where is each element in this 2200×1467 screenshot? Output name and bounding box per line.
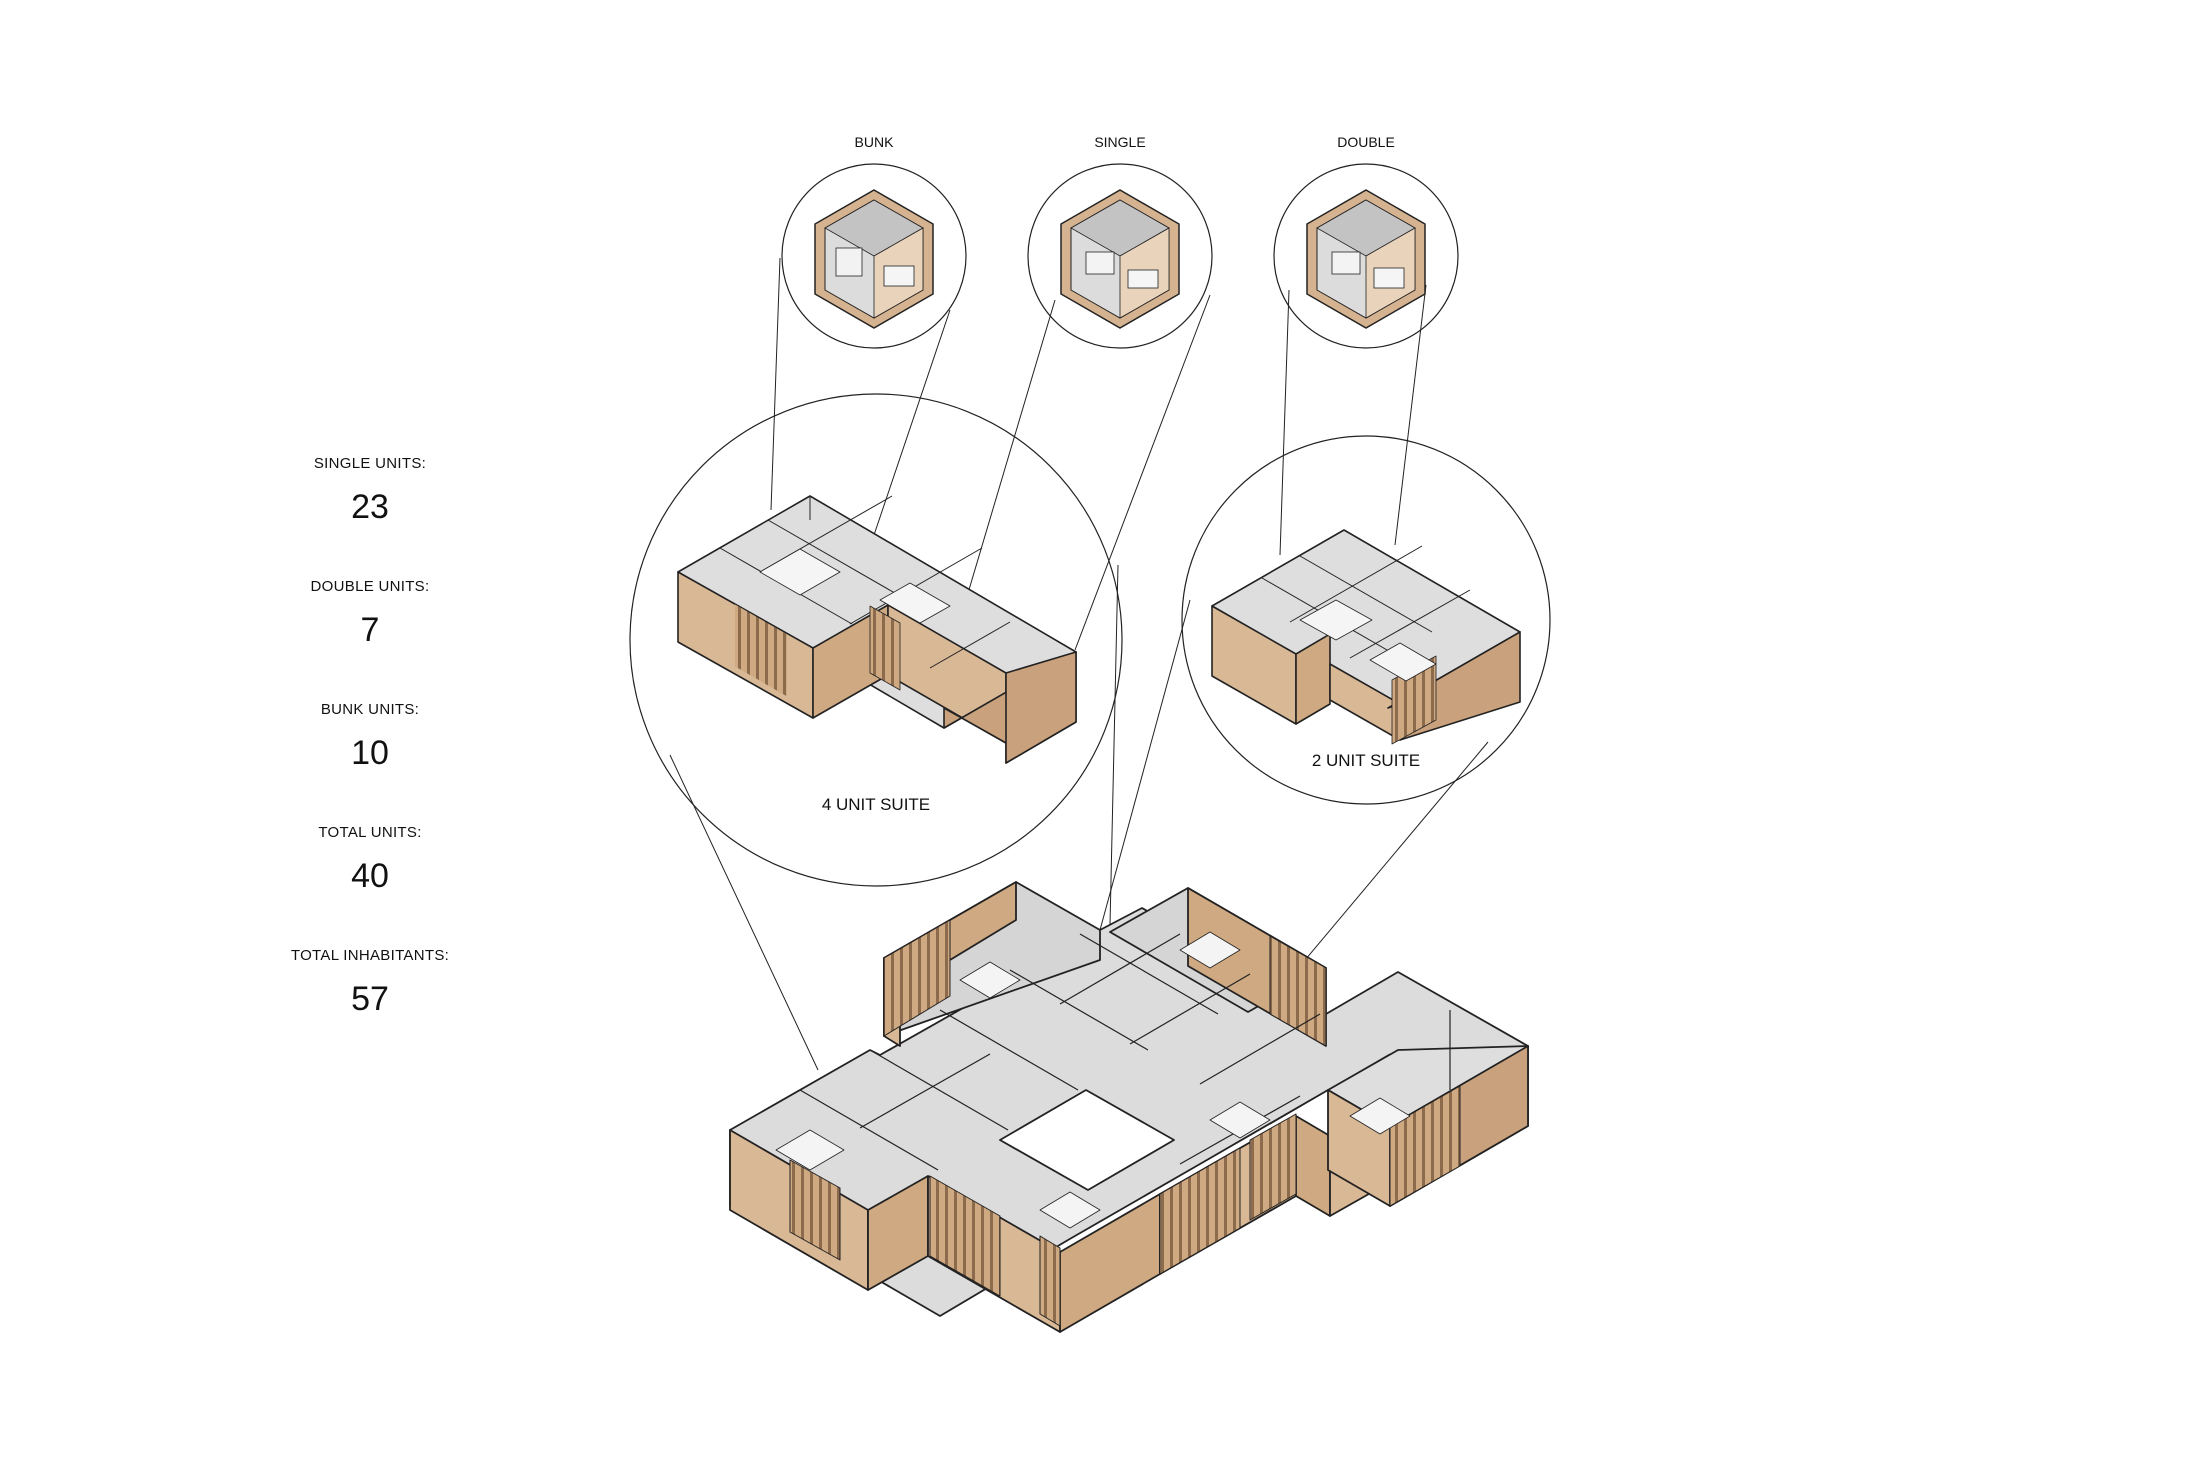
stat-value: 57 [351, 980, 389, 1018]
bunk-label: BUNK [855, 134, 895, 150]
double-circle [1273, 163, 1459, 349]
stat-label: SINGLE UNITS: [313, 455, 427, 472]
leader-lines [669, 257, 1489, 1071]
stat-double-units: DOUBLE UNITS: 7 [240, 578, 500, 650]
bunk-unit-model [814, 189, 934, 329]
detail-circles [629, 163, 1551, 887]
stat-value: 40 [351, 857, 389, 895]
single-circle [1027, 163, 1213, 349]
single-unit-model [1060, 189, 1180, 329]
stat-total-units: TOTAL UNITS: 40 [240, 824, 500, 896]
four-unit-suite-label: 4 UNIT SUITE [822, 795, 930, 814]
stat-label: BUNK UNITS: [320, 701, 420, 718]
four-unit-suite-circle [629, 393, 1123, 887]
four-unit-suite-model [677, 495, 1077, 764]
stat-bunk-units: BUNK UNITS: 10 [240, 701, 500, 773]
two-unit-suite-circle [1181, 435, 1551, 805]
stat-label: DOUBLE UNITS: [310, 578, 430, 595]
stat-value: 7 [360, 611, 380, 649]
double-unit-model [1306, 189, 1426, 329]
stat-value: 10 [351, 734, 389, 772]
stat-single-units: SINGLE UNITS: 23 [240, 455, 500, 527]
bunk-circle [781, 163, 967, 349]
single-label: SINGLE [1094, 134, 1145, 150]
stat-total-inhabitants: TOTAL INHABITANTS: 57 [240, 947, 500, 1019]
stat-value: 23 [351, 488, 389, 526]
stat-label: TOTAL UNITS: [318, 824, 422, 841]
double-label: DOUBLE [1337, 134, 1395, 150]
stat-label: TOTAL INHABITANTS: [290, 947, 450, 964]
building-model [729, 881, 1529, 1333]
two-unit-suite-label: 2 UNIT SUITE [1312, 751, 1420, 770]
two-unit-suite-model [1211, 529, 1521, 745]
